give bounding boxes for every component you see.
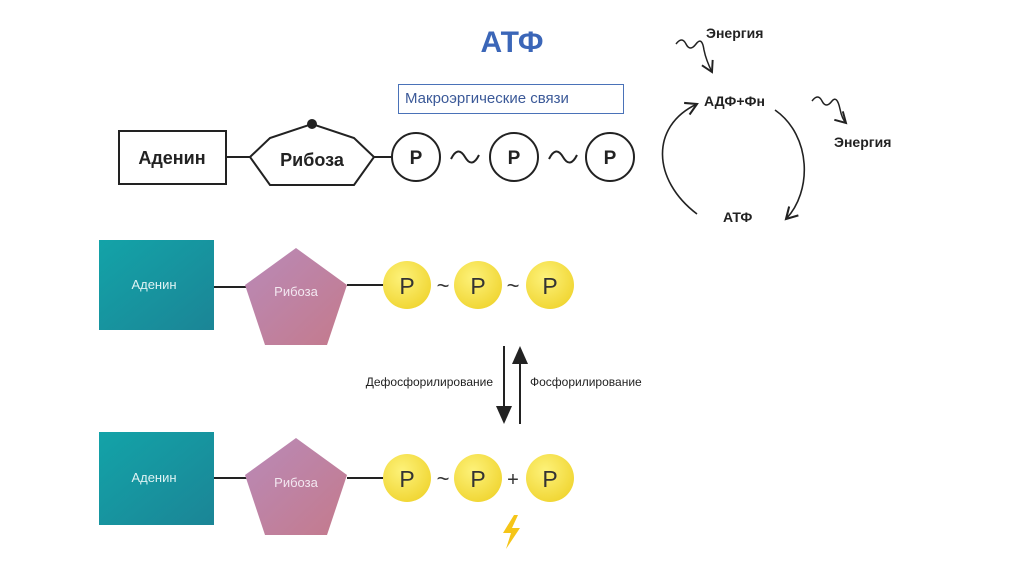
adenine-label: Аденин bbox=[138, 148, 205, 168]
atp-molecule: Аденин Рибоза P ~ P ~ P bbox=[99, 240, 574, 345]
macroergic-bond bbox=[450, 150, 480, 164]
energy-cycle: Энергия АДФ+Фн Энергия АТФ bbox=[661, 25, 891, 225]
reaction-arrows: Дефосфорилирование Фосфорилирование bbox=[366, 346, 642, 424]
phosphate-label: P bbox=[470, 466, 485, 492]
phosphate-circle bbox=[585, 132, 635, 182]
page-title: АТФ bbox=[480, 26, 544, 59]
phosphate-circle bbox=[526, 454, 574, 502]
ribose-pentagon bbox=[248, 122, 376, 186]
energy-out-label: Энергия bbox=[834, 134, 891, 150]
phosphate-label: P bbox=[470, 273, 485, 299]
phosphate-circle bbox=[391, 132, 441, 182]
energy-out-arrow bbox=[811, 96, 848, 125]
phosphate-label: P bbox=[542, 466, 557, 492]
phosphate-label: Р bbox=[508, 148, 521, 169]
adp-label: АДФ+Фн bbox=[704, 93, 765, 109]
macroergic-bond bbox=[548, 150, 578, 164]
phosphate-circle bbox=[383, 261, 431, 309]
top-schematic: Аденин Рибоза Р Р Р bbox=[118, 119, 635, 186]
adenine-block bbox=[99, 432, 214, 525]
adp-molecule: Аденин Рибоза P ~ P + P bbox=[99, 432, 574, 549]
adenine-block bbox=[99, 240, 214, 330]
ribose-pentagon bbox=[245, 438, 347, 535]
ribose-label: Рибоза bbox=[274, 475, 318, 490]
phosphate-label: Р bbox=[410, 148, 423, 169]
cycle-right-arrow bbox=[774, 109, 805, 221]
phosphate-circle bbox=[489, 132, 539, 182]
ribose-label: Рибоза bbox=[274, 284, 318, 299]
adenine-box bbox=[118, 130, 227, 185]
adenine-label: Аденин bbox=[131, 277, 176, 292]
bond-symbol: ~ bbox=[437, 273, 450, 298]
phosphorylation-label: Фосфорилирование bbox=[530, 375, 642, 389]
phosphate-label: P bbox=[399, 273, 414, 299]
adenine-label: Аденин bbox=[131, 470, 176, 485]
bond-symbol: ~ bbox=[507, 273, 520, 298]
macroergic-bonds-label: Макроэргические связи bbox=[398, 84, 624, 114]
phosphate-label: Р bbox=[604, 148, 617, 169]
ribose-label: Рибоза bbox=[280, 150, 345, 170]
bond-symbol: ~ bbox=[437, 466, 450, 491]
cycle-left-arrow bbox=[661, 101, 699, 215]
phosphate-circle bbox=[526, 261, 574, 309]
dephosphorylation-label: Дефосфорилирование bbox=[366, 375, 494, 389]
atp-label: АТФ bbox=[723, 209, 752, 225]
energy-in-label: Энергия bbox=[706, 25, 763, 41]
plus-symbol: + bbox=[507, 469, 519, 491]
lightning-icon bbox=[503, 515, 520, 549]
phosphate-label: P bbox=[542, 273, 557, 299]
phosphate-circle bbox=[383, 454, 431, 502]
phosphate-label: P bbox=[399, 466, 414, 492]
phosphate-circle bbox=[454, 454, 502, 502]
ribose-dot bbox=[307, 119, 317, 129]
phosphate-circle bbox=[454, 261, 502, 309]
ribose-pentagon bbox=[245, 248, 347, 345]
energy-in-arrow bbox=[675, 39, 714, 74]
